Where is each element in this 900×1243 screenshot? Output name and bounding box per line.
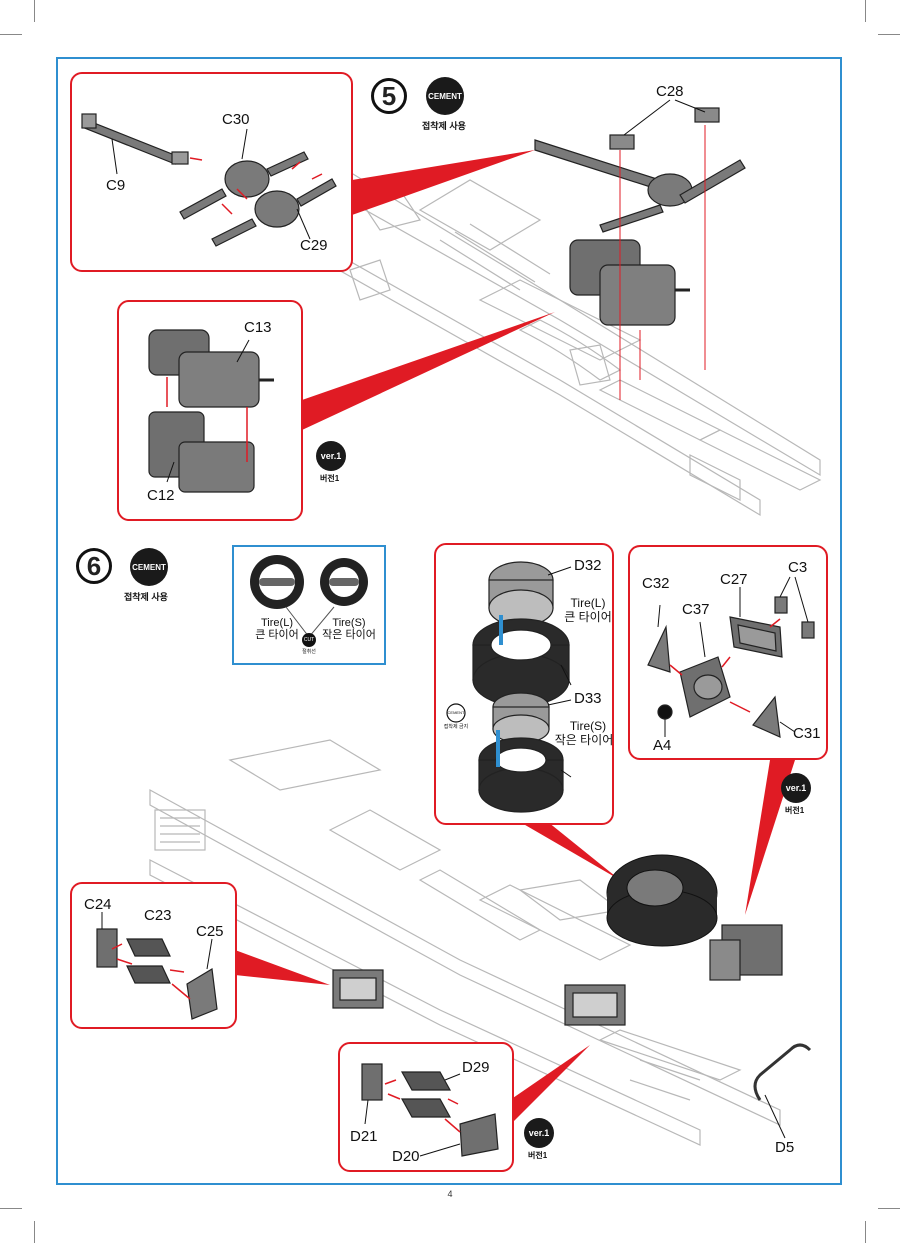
part-label-c13: C13 <box>244 319 272 336</box>
no-cement-badge: CEMENT <box>447 710 465 715</box>
wheel-parts-illustration <box>446 561 572 813</box>
part-label-c3: C3 <box>788 559 808 576</box>
step-number-text: 6 <box>86 550 102 581</box>
part-label-d21: D21 <box>350 1128 378 1145</box>
box-parts-illustration <box>96 912 218 1020</box>
wheel-tire-l-en: Tire(L) <box>570 596 606 610</box>
version-caption: 버전1 <box>320 474 340 483</box>
version-badge: ver.1 <box>524 1118 554 1148</box>
callout-c32-c27-c3-c37-a4-c31: C32 C27 C3 C37 A4 C31 <box>628 545 828 760</box>
part-label-d29: D29 <box>462 1059 490 1076</box>
callout-axle-c9-c30-c29: C30 C9 C29 <box>70 72 353 272</box>
part-label-c28: C28 <box>656 83 684 100</box>
version-badge: ver.1 <box>316 441 346 471</box>
wheel-tire-s-en: Tire(S) <box>569 719 607 733</box>
tire-s-label-en: Tire(S) <box>332 617 366 629</box>
callout-fuel-tank-c13-c12: C13 C12 <box>117 300 303 521</box>
crop-mark <box>865 1221 866 1243</box>
part-label-c9: C9 <box>106 177 126 194</box>
part-label-c12: C12 <box>147 487 175 504</box>
no-cement-caption: 접착제 금지 <box>443 724 469 730</box>
crop-mark <box>34 1221 35 1243</box>
page-frame <box>56 57 842 1185</box>
cement-caption: 접착제 사용 <box>422 121 466 131</box>
part-label-a4: A4 <box>653 737 672 754</box>
version-caption: 버전1 <box>785 806 805 815</box>
part-label-c29: C29 <box>300 237 328 254</box>
axle-parts-illustration <box>81 113 337 247</box>
tire-l-label-en: Tire(L) <box>261 617 293 629</box>
part-label-c30: C30 <box>222 111 250 128</box>
callout-d29-d21-d20: D29 D21 D20 <box>338 1042 514 1172</box>
cut-badge: CUT <box>303 637 315 643</box>
part-label-c23: C23 <box>144 907 172 924</box>
part-label-c27: C27 <box>720 571 748 588</box>
step-number-5: 5 <box>371 78 407 114</box>
part-label-c24: C24 <box>84 896 112 913</box>
version-badge: ver.1 <box>781 773 811 803</box>
callout-c24-c23-c25: C24 C23 C25 <box>70 882 237 1029</box>
part-label-d32: D32 <box>574 557 602 574</box>
version-caption: 버전1 <box>528 1151 548 1160</box>
part-label-d5: D5 <box>775 1139 795 1156</box>
crop-mark <box>878 34 900 35</box>
bracket-parts-illustration <box>647 576 815 738</box>
tire-l-label-kr: 큰 타이어 <box>255 629 299 641</box>
part-label-c31: C31 <box>793 725 821 742</box>
fuel-tank-parts-illustration <box>148 329 274 493</box>
step-number-6: 6 <box>76 548 112 584</box>
part-label-c32: C32 <box>642 575 670 592</box>
cement-caption: 접착제 사용 <box>124 592 168 602</box>
tire-s-label-kr: 작은 타이어 <box>322 629 376 641</box>
tire-legend-box: Tire(L) 큰 타이어 Tire(S) 작은 타이어 CUT 절취선 <box>232 545 386 665</box>
cement-icon: CEMENT <box>426 77 464 115</box>
box-parts-d-illustration <box>361 1063 499 1157</box>
wheel-tire-s-kr: 작은 타이어 <box>554 733 614 747</box>
step-number-text: 5 <box>381 80 397 111</box>
crop-mark <box>0 34 22 35</box>
page-number: 4 <box>447 1189 453 1199</box>
part-label-c37: C37 <box>682 601 710 618</box>
part-label-d20: D20 <box>392 1148 420 1165</box>
tire-legend-illustration <box>250 555 368 647</box>
cement-icon: CEMENT <box>130 548 168 586</box>
part-label-d33: D33 <box>574 690 602 707</box>
wheel-tire-l-kr: 큰 타이어 <box>564 610 612 624</box>
callout-wheels-d32-d33: D32 Tire(L) 큰 타이어 D33 Tire(S) 작은 타이어 CEM… <box>434 543 614 825</box>
part-label-c25: C25 <box>196 923 224 940</box>
crop-mark <box>34 0 35 22</box>
crop-mark <box>0 1208 22 1209</box>
crop-mark <box>865 0 866 22</box>
crop-mark <box>878 1208 900 1209</box>
cut-caption: 절취선 <box>302 649 316 655</box>
